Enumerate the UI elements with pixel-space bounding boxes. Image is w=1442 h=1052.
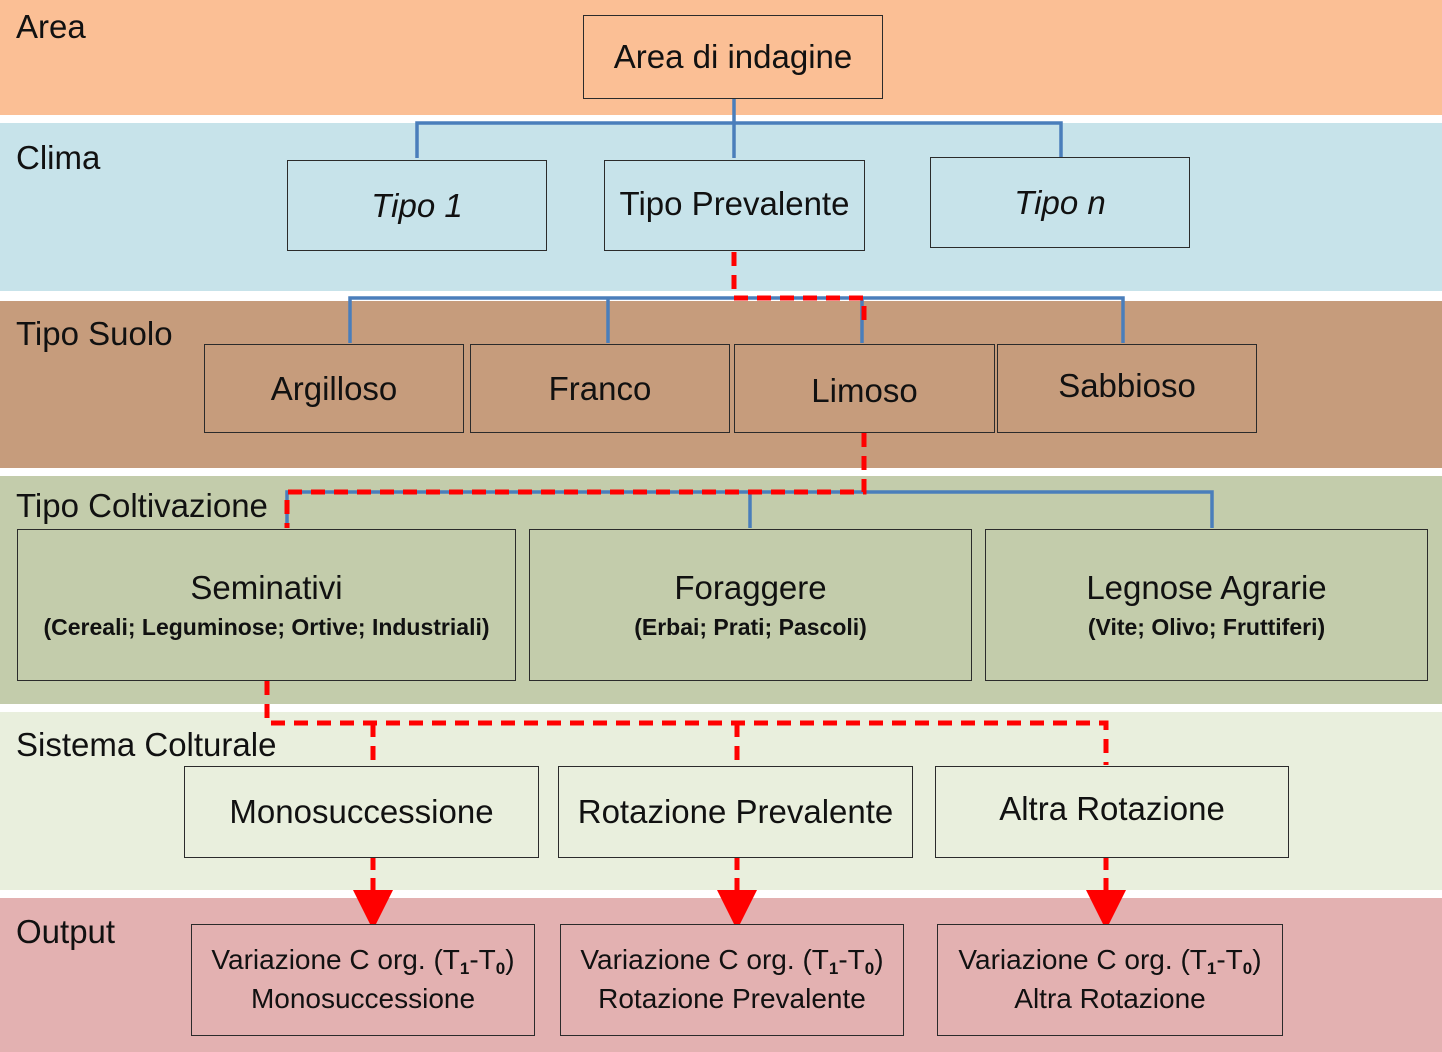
level-label-output: Output xyxy=(16,913,116,950)
output-formula: Variazione C org. (T1-T0) xyxy=(958,944,1262,979)
node-label: Altra Rotazione xyxy=(999,790,1225,828)
node-suolo-sabbioso: Sabbioso xyxy=(997,344,1257,433)
output-formula: Variazione C org. (T1-T0) xyxy=(580,944,884,979)
node-clima-tipo-1: Tipo 1 xyxy=(287,160,547,251)
node-label: Rotazione Prevalente xyxy=(577,793,894,831)
level-label-coltivazione: Tipo Coltivazione xyxy=(16,487,268,524)
level-label-area: Area xyxy=(16,8,86,45)
node-sistema-monosuccessione: Monosuccessione xyxy=(184,766,539,858)
node-title: Legnose Agrarie xyxy=(1086,568,1327,606)
node-label: Monosuccessione xyxy=(229,793,494,831)
node-suolo-argilloso: Argilloso xyxy=(204,344,464,433)
node-label: Tipo 1 xyxy=(371,186,463,224)
output-formula: Variazione C org. (T1-T0) xyxy=(211,944,515,979)
node-output-altra-rotazione: Variazione C org. (T1-T0) Altra Rotazion… xyxy=(937,924,1283,1036)
node-subtitle: (Erbai; Prati; Pascoli) xyxy=(634,614,867,641)
node-label: Tipo Prevalente xyxy=(619,185,850,222)
output-label: Monosuccessione xyxy=(250,983,476,1014)
node-title: Seminativi xyxy=(190,568,343,606)
node-sistema-rotazione-prevalente: Rotazione Prevalente xyxy=(558,766,913,858)
node-output-rotazione-prevalente: Variazione C org. (T1-T0) Rotazione Prev… xyxy=(560,924,904,1036)
level-label-clima: Clima xyxy=(16,139,101,176)
node-label: Sabbioso xyxy=(1058,366,1196,404)
node-subtitle: (Vite; Olivo; Fruttiferi) xyxy=(1087,614,1326,641)
node-coltivazione-foraggere: Foraggere (Erbai; Prati; Pascoli) xyxy=(529,529,972,681)
node-sistema-altra-rotazione: Altra Rotazione xyxy=(935,766,1289,858)
node-suolo-franco: Franco xyxy=(470,344,730,433)
node-coltivazione-seminativi: Seminativi (Cereali; Leguminose; Ortive;… xyxy=(17,529,516,681)
node-label: Franco xyxy=(548,369,652,407)
node-clima-tipo-prevalente: Tipo Prevalente xyxy=(604,160,865,251)
node-title: Foraggere xyxy=(674,568,827,606)
node-label: Tipo n xyxy=(1014,183,1106,221)
node-suolo-limoso: Limoso xyxy=(734,344,995,433)
node-output-monosuccessione: Variazione C org. (T1-T0) Monosuccession… xyxy=(191,924,535,1036)
level-label-sistema: Sistema Colturale xyxy=(16,726,277,763)
node-area-di-indagine: Area di indagine xyxy=(583,15,883,99)
output-label: Altra Rotazione xyxy=(1014,983,1206,1014)
node-clima-tipo-n: Tipo n xyxy=(930,157,1190,248)
output-label: Rotazione Prevalente xyxy=(598,983,866,1014)
node-label: Argilloso xyxy=(270,369,398,407)
node-label: Limoso xyxy=(811,371,918,409)
node-coltivazione-legnose-agrarie: Legnose Agrarie (Vite; Olivo; Fruttiferi… xyxy=(985,529,1428,681)
node-subtitle: (Cereali; Leguminose; Ortive; Industrial… xyxy=(43,614,490,641)
node-label: Area di indagine xyxy=(613,38,853,76)
level-label-suolo: Tipo Suolo xyxy=(16,315,173,352)
